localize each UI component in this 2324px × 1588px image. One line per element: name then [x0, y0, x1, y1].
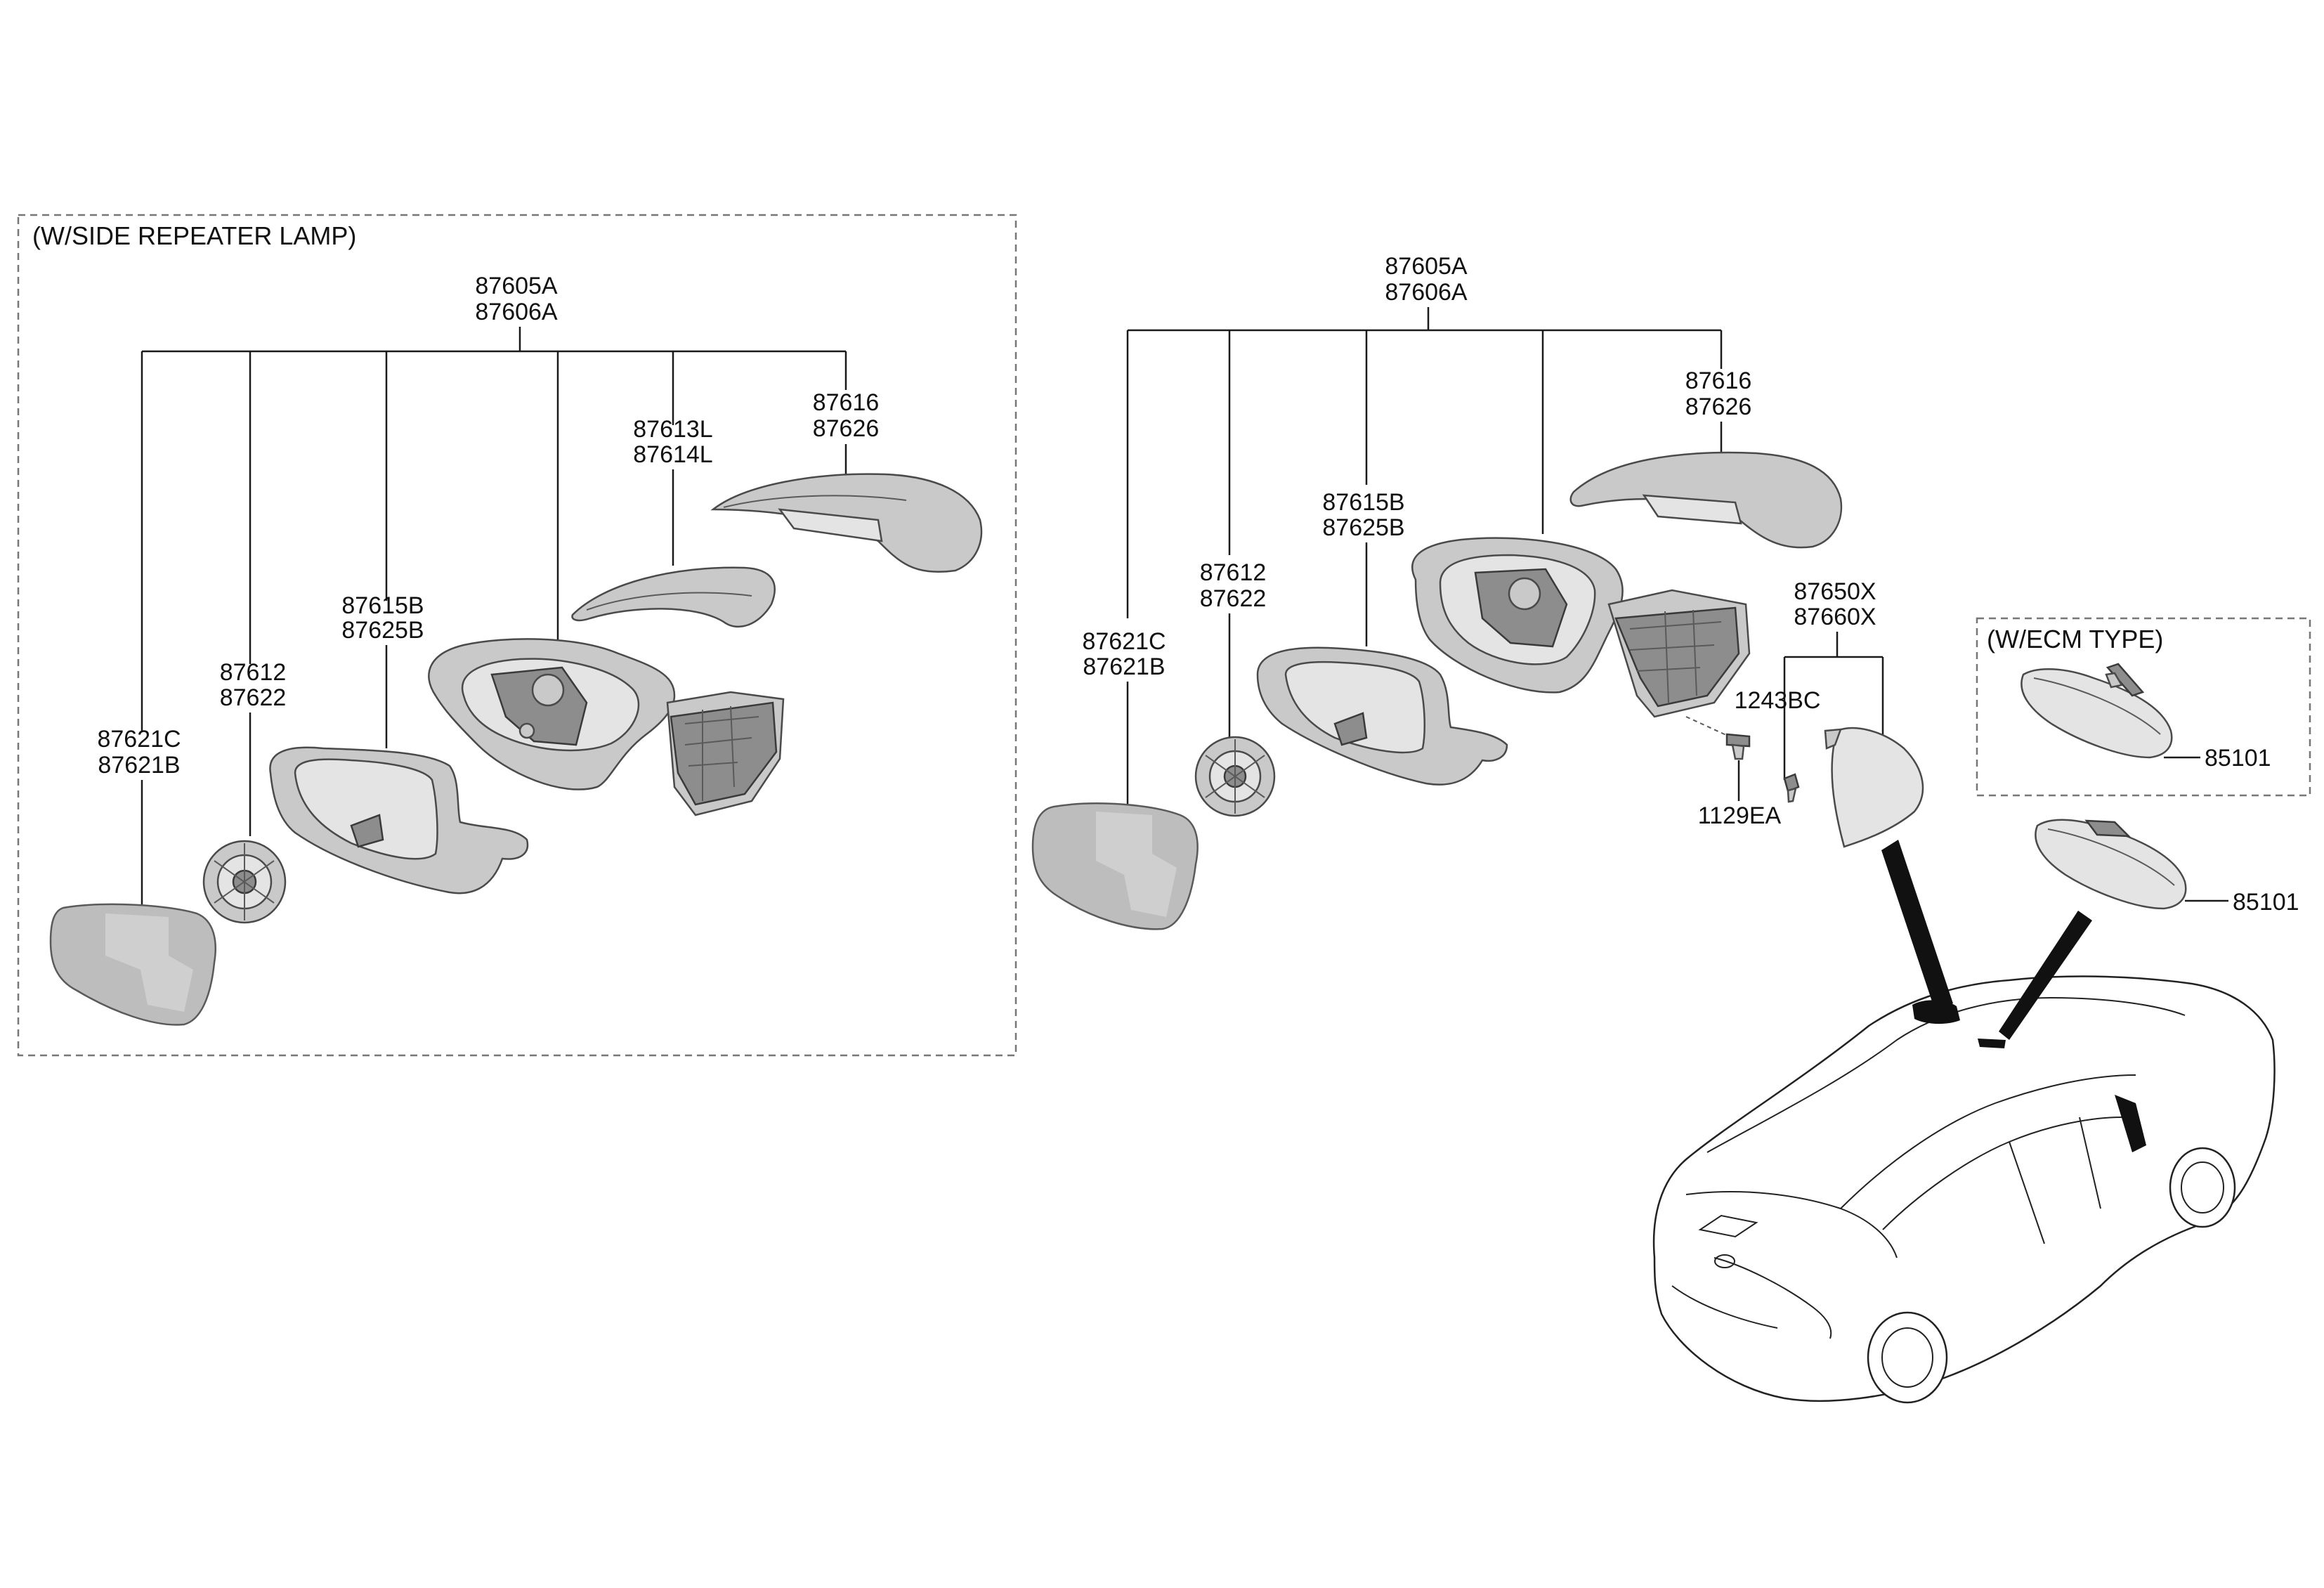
inner-cover-part [1824, 727, 1924, 848]
inner-cover-label-1: 87650X [1794, 578, 1876, 605]
left-actuator-label-2: 87622 [220, 684, 287, 711]
screw-label: 1129EA [1698, 802, 1782, 829]
inner-cover-callout [1881, 840, 1953, 1012]
front-wheel [2169, 1147, 2236, 1228]
ecm-part-label: 85101 [2205, 745, 2271, 772]
inner-cover-leader [1783, 632, 1884, 780]
right-mirror-cover [1569, 451, 1843, 549]
left-assembly-leader [141, 327, 847, 731]
right-assembly-leader [1126, 307, 1723, 618]
right-glass-label-2: 87621B [1083, 653, 1165, 680]
side-repeater-lamp-frame [17, 214, 1017, 1057]
outside-mirror-location [1912, 1000, 1960, 1024]
left-glass-label-1: 87621C [97, 726, 181, 753]
right-mirror-location [2115, 1095, 2146, 1152]
right-cover-label-1: 87616 [1685, 367, 1752, 394]
inside-mirror-group: (W/ECM TYPE) 85101 85101 [1976, 617, 2311, 916]
right-assembly-label-1: 87605A [1385, 253, 1468, 280]
left-housing-label-2: 87625B [341, 617, 424, 644]
left-mirror-group: (W/SIDE REPEATER LAMP) 87605A 87606A 876… [17, 214, 1017, 1057]
left-mirror-glass [49, 903, 216, 1026]
right-mirror-actuator [1194, 736, 1276, 817]
right-mirror-group: 87605A 87606A 87616 87626 [1031, 253, 1924, 930]
standard-part-label: 85101 [2233, 889, 2299, 916]
bolt-label: 1243BC [1735, 687, 1821, 714]
ecm-inside-mirror [2021, 663, 2173, 759]
right-mirror-bezel [1256, 646, 1508, 786]
right-actuator-label-2: 87622 [1200, 585, 1267, 612]
right-housing-label-1: 87615B [1322, 489, 1404, 516]
left-cover-label-2: 87626 [813, 415, 880, 442]
vehicle-illustration [1652, 840, 2276, 1404]
left-mirror-cover [710, 473, 983, 573]
screw-part [1725, 733, 1751, 760]
left-assembly-label-1: 87605A [475, 273, 558, 299]
ecm-type-frame [1976, 617, 2311, 797]
left-actuator-label-1: 87612 [220, 659, 287, 686]
ecm-type-title: (W/ECM TYPE) [1987, 625, 2163, 653]
left-repeater-lamp [571, 566, 776, 628]
right-housing-label-2: 87625B [1322, 514, 1404, 541]
right-actuator-label-1: 87612 [1200, 559, 1267, 586]
left-housing-label-1: 87615B [341, 592, 424, 619]
left-mirror-bezel [269, 746, 529, 894]
rear-wheel [1867, 1311, 1948, 1404]
screw-axis-line [1685, 716, 1736, 740]
left-cover-label-1: 87616 [813, 389, 880, 416]
right-mirror-glass [1031, 802, 1199, 930]
standard-inside-mirror [2035, 819, 2187, 910]
inside-mirror-callout [1999, 911, 2092, 1040]
inner-cover-label-2: 87660X [1794, 604, 1876, 630]
left-mirror-housing [428, 638, 785, 816]
left-repeater-lamp-label-2: 87614L [633, 441, 712, 468]
inside-mirror-location [1978, 1039, 2006, 1048]
left-assembly-label-2: 87606A [475, 299, 558, 325]
left-mirror-actuator [202, 840, 287, 924]
bolt-part [1783, 773, 1800, 803]
right-mirror-housing [1411, 537, 1751, 718]
side-repeater-lamp-title: (W/SIDE REPEATER LAMP) [32, 221, 356, 250]
right-cover-label-2: 87626 [1685, 393, 1752, 420]
right-assembly-label-2: 87606A [1385, 279, 1468, 306]
left-repeater-lamp-label-1: 87613L [633, 416, 712, 443]
right-glass-label-1: 87621C [1082, 628, 1166, 655]
left-glass-label-2: 87621B [98, 752, 180, 779]
